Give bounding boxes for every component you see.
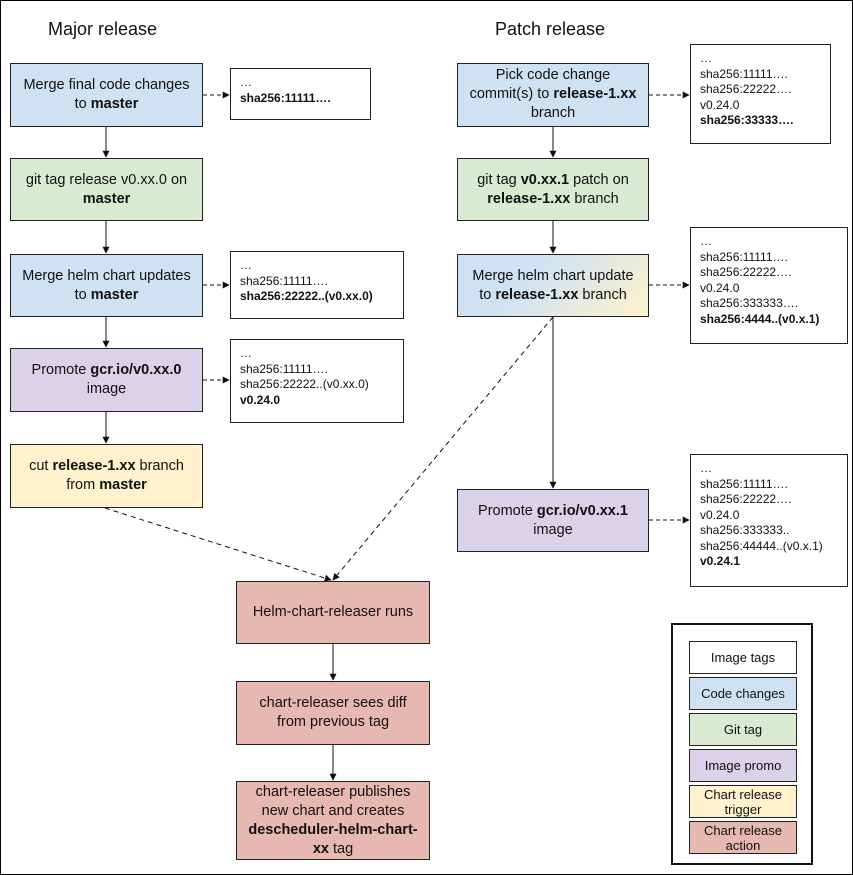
chart-releaser-diff-step: chart-releaser sees diff from previous t…: [236, 681, 430, 745]
image-tag-line: …: [240, 258, 252, 272]
legend-code-changes: Code changes: [689, 677, 797, 710]
step-label: Promote gcr.io/v0.xx.0 image: [31, 362, 182, 397]
image-tag-line: sha256:11111….: [240, 273, 328, 288]
image-tag-line: sha256:33333….: [700, 113, 794, 127]
legend-chart-action: Chart release action: [689, 821, 797, 854]
legend-chart-trigger: Chart release trigger: [689, 785, 797, 818]
image-tag-line: …: [240, 75, 252, 89]
image-tag-line: …: [700, 461, 712, 475]
step-label: Merge helm chart updates to master: [22, 267, 191, 303]
step-label: git tag release v0.xx.0 on master: [25, 171, 188, 207]
image-tag-line: sha256:22222….: [700, 82, 792, 96]
image-tags-major-2: …sha256:11111….sha256:22222..(v0.xx.0): [230, 251, 404, 319]
legend: [671, 623, 813, 865]
promote-image-patch-step: Promote gcr.io/v0.xx.1 image: [457, 489, 649, 552]
step-label: chart-releaser sees diff from previous t…: [259, 695, 407, 730]
merge-helm-release-branch-step: Merge helm chart update to release-1.xx …: [457, 254, 649, 317]
image-tag-line: sha256:333333….: [700, 296, 799, 310]
merge-code-master-step: Merge final code changes to master: [10, 63, 203, 127]
image-tag-line: sha256:11111….: [240, 90, 331, 105]
legend-image-promo: Image promo: [689, 749, 797, 782]
image-tag-line: sha256:11111….: [700, 476, 788, 491]
image-tag-line: v0.24.0: [700, 280, 740, 295]
step-label: git tag v0.xx.1 patch on release-1.xx br…: [477, 171, 629, 207]
image-tag-line: v0.24.0: [700, 97, 740, 112]
step-label: chart-releaser publishes new chart and c…: [248, 783, 418, 857]
image-tag-line: sha256:11111….: [700, 66, 788, 81]
image-tag-line: sha256:11111….: [700, 249, 788, 264]
legend-image-tags: Image tags: [689, 641, 797, 674]
image-tags-major-3: …sha256:11111….sha256:22222..(v0.xx.0)v0…: [230, 339, 404, 423]
image-tag-line: …: [240, 346, 252, 360]
image-tag-line: sha256:22222….: [700, 265, 792, 279]
step-label: Merge helm chart update to release-1.xx …: [472, 267, 634, 303]
step-label: Pick code change commit(s) to release-1.…: [469, 66, 637, 121]
git-tag-patch-step: git tag v0.xx.1 patch on release-1.xx br…: [457, 158, 649, 221]
legend-git-tag: Git tag: [689, 713, 797, 746]
patch-release-heading: Patch release: [495, 19, 606, 39]
image-tags-major-1: …sha256:11111….: [230, 68, 371, 120]
dashed-arrow-trigger-patch: [332, 316, 554, 581]
step-label: Promote gcr.io/v0.xx.1 image: [478, 502, 628, 538]
step-label: Merge final code changes to master: [23, 77, 190, 112]
promote-image-major-step: Promote gcr.io/v0.xx.0 image: [10, 348, 203, 412]
image-tag-line: v0.24.0: [700, 507, 740, 522]
dashed-arrow-trigger-major: [104, 507, 332, 582]
image-tag-line: sha256:22222….: [700, 492, 792, 506]
image-tag-line: sha256:11111….: [240, 361, 328, 376]
major-release-heading: Major release: [48, 19, 158, 39]
image-tag-line: v0.24.0: [240, 392, 281, 407]
merge-helm-master-step: Merge helm chart updates to master: [10, 254, 203, 317]
image-tag-line: sha256:22222..(v0.xx.0): [240, 289, 373, 303]
image-tag-line: …: [700, 234, 712, 248]
image-tag-line: sha256:333333..: [700, 523, 790, 537]
git-tag-release-step: git tag release v0.xx.0 on master: [10, 158, 203, 221]
step-label: Helm-chart-releaser runs: [252, 604, 414, 620]
image-tag-line: sha256:22222..(v0.xx.0): [240, 377, 369, 391]
image-tag-line: sha256:44444..(v0.x.1): [700, 538, 823, 553]
helm-chart-releaser-runs-step: Helm-chart-releaser runs: [236, 581, 430, 644]
cut-release-branch-step: cut release-1.xx branch from master: [10, 444, 203, 508]
image-tag-line: sha256:4444..(v0.x.1): [700, 311, 820, 326]
step-label: cut release-1.xx branch from master: [29, 458, 184, 493]
image-tag-line: v0.24.1: [700, 554, 741, 568]
pick-commits-step: Pick code change commit(s) to release-1.…: [457, 63, 649, 127]
image-tag-line: …: [700, 51, 712, 65]
chart-releaser-publish-step: chart-releaser publishes new chart and c…: [236, 781, 430, 860]
